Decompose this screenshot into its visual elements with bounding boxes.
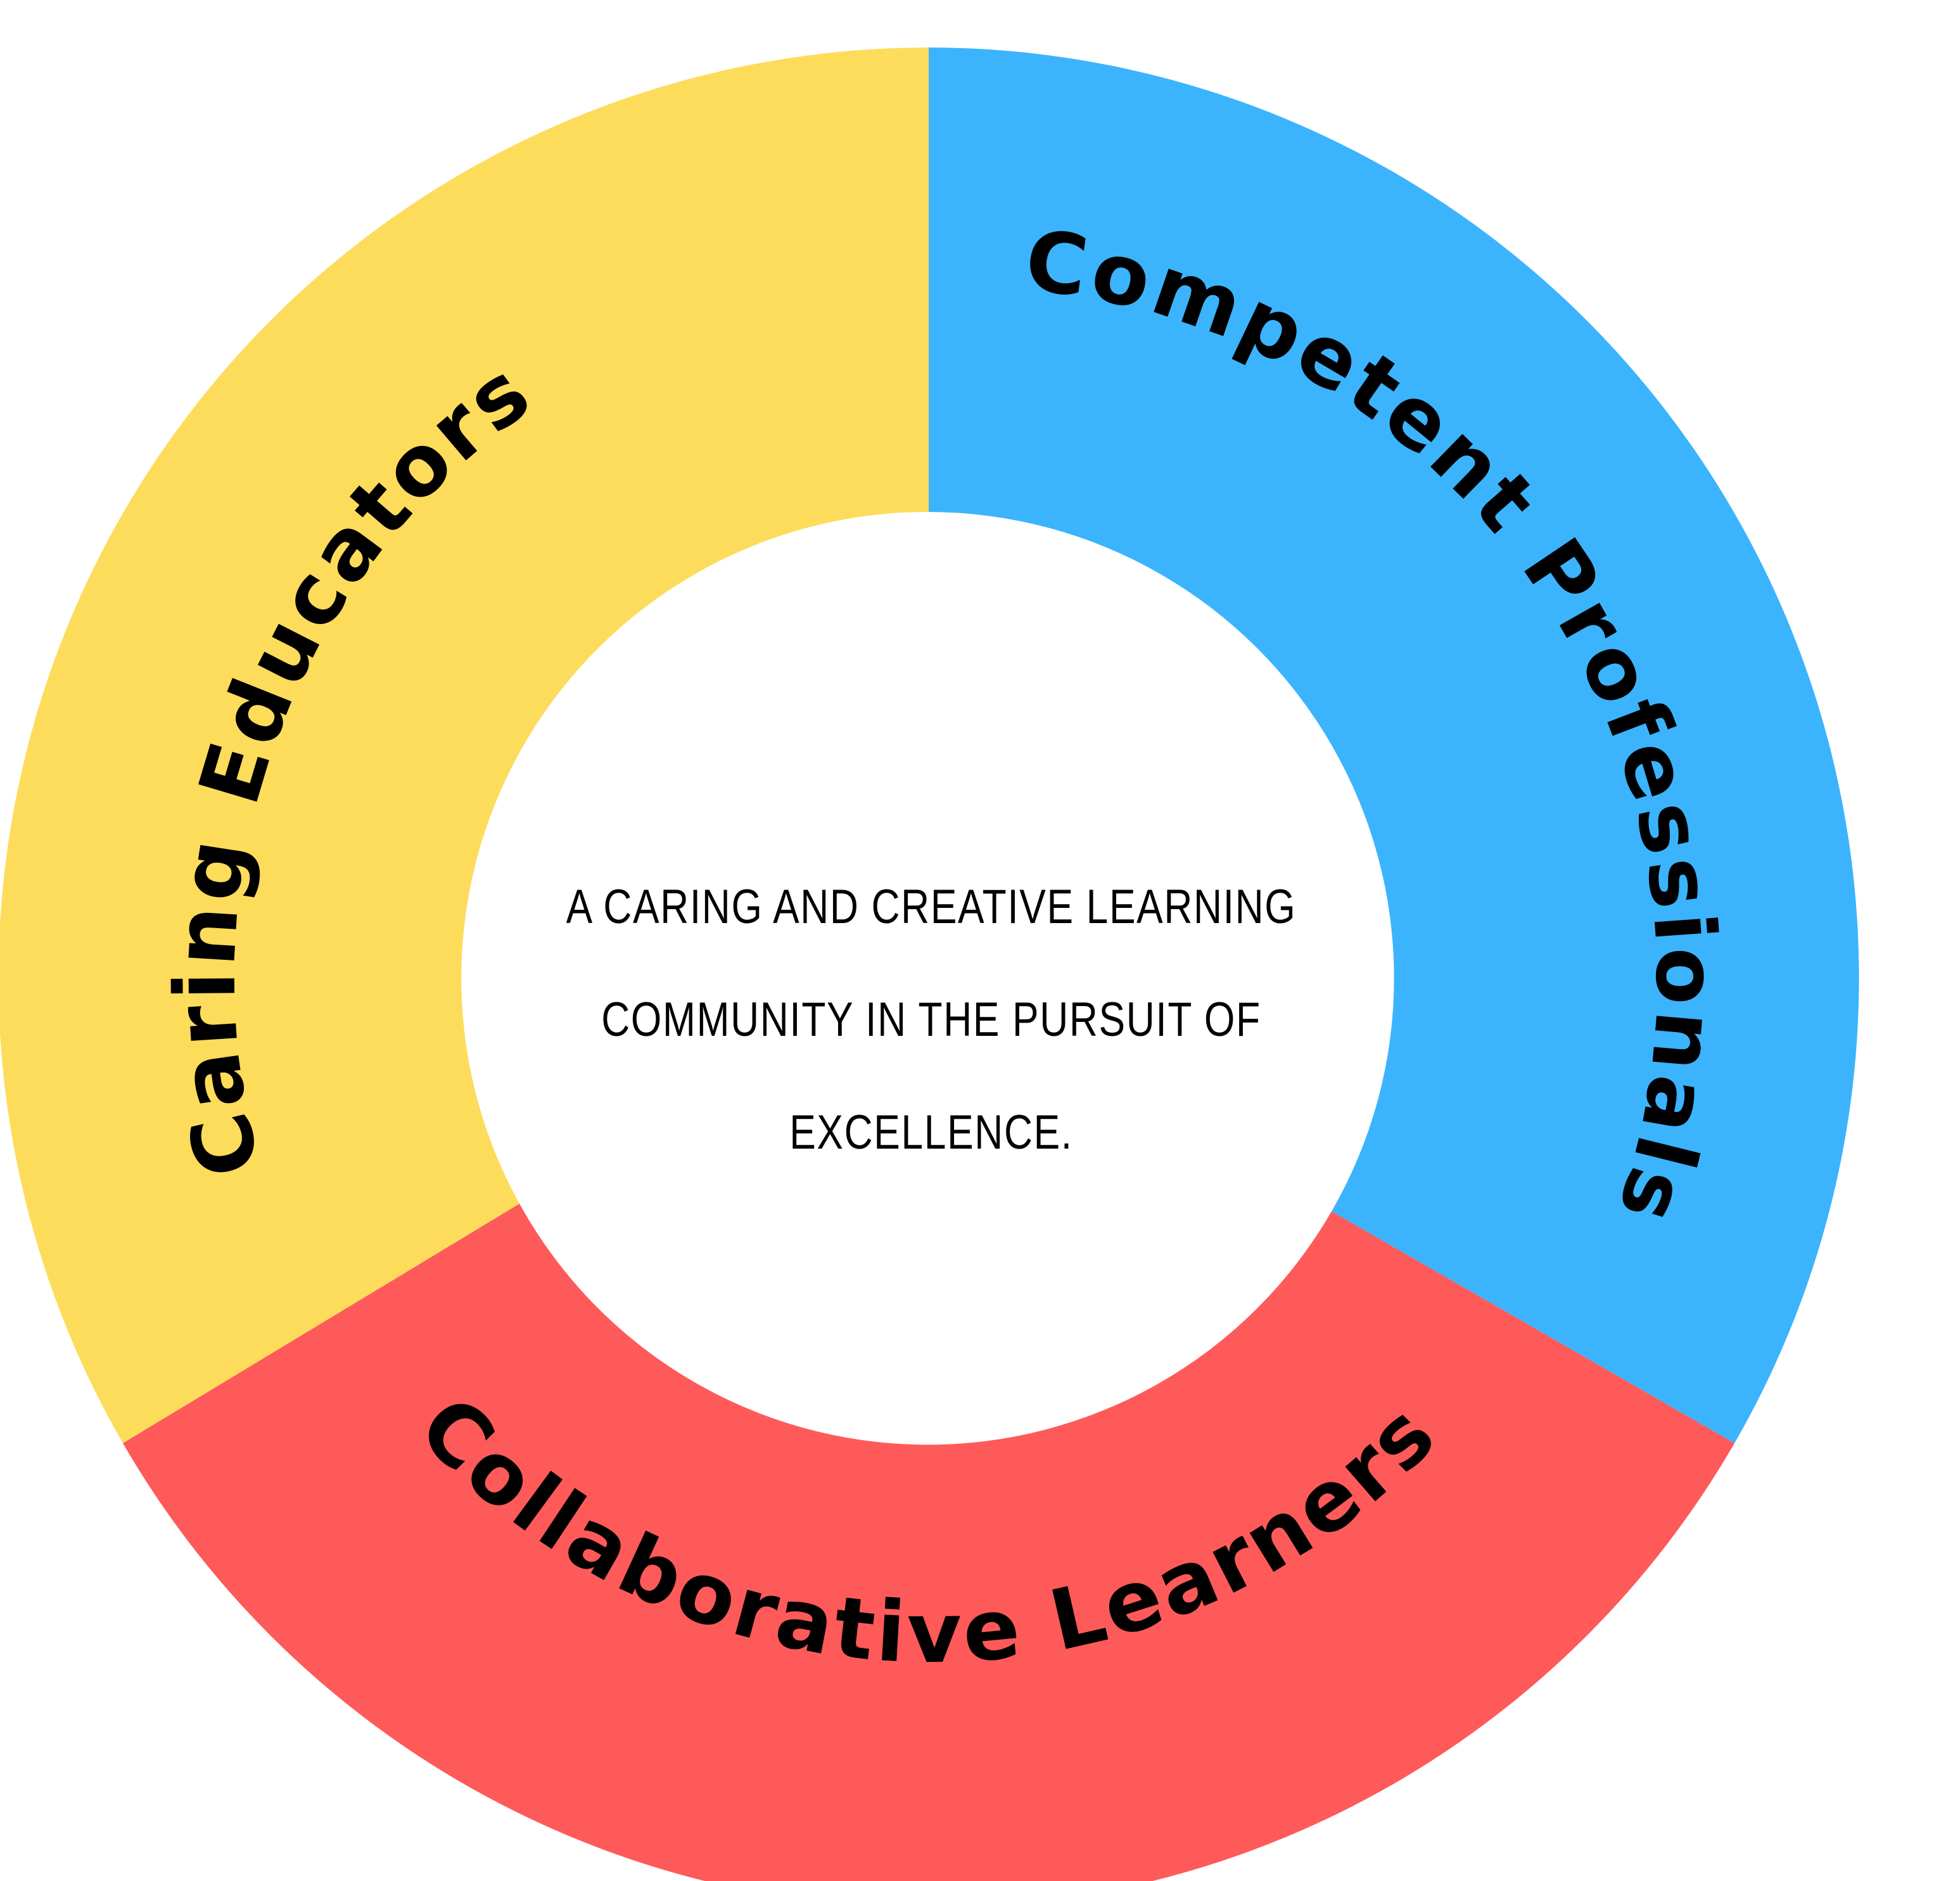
mission-line-2: COMMUNITY IN THE PURSUIT OF [601, 993, 1261, 1047]
caring-educators-segment [0, 48, 929, 1443]
competent-professionals-segment [929, 48, 1859, 1443]
center-circle [466, 516, 1391, 1441]
mission-line-1: A CARING AND CREATIVE LEARNING [566, 880, 1297, 934]
collaborative-learners-segment [123, 1204, 1734, 1881]
mission-line-3: EXCELLENCE. [789, 1106, 1073, 1159]
mission-statement: A CARING AND CREATIVE LEARNING COMMUNITY… [566, 868, 1295, 1172]
